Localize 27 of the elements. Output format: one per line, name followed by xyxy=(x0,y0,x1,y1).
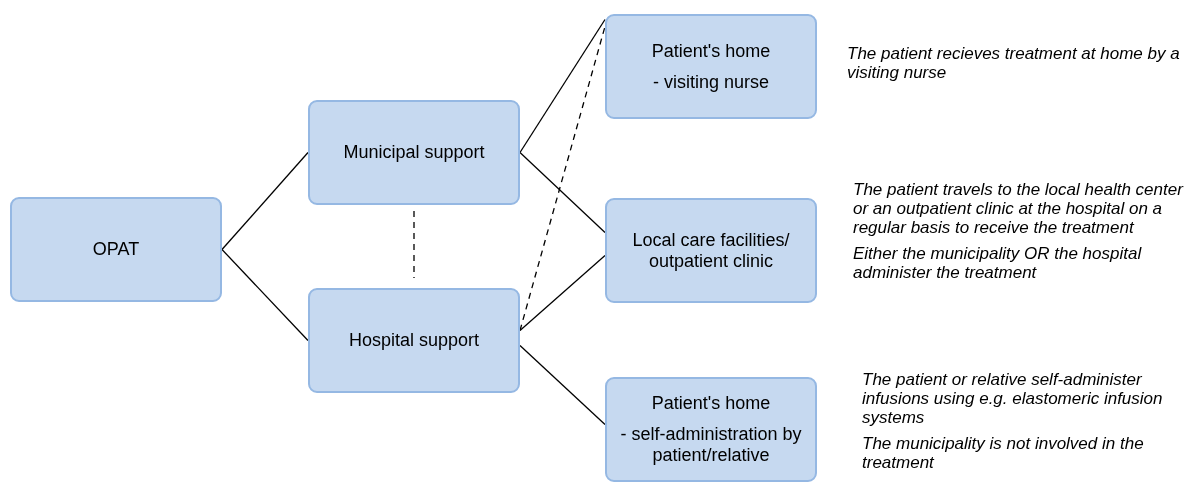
rounded-box xyxy=(10,197,222,302)
rounded-box xyxy=(605,377,817,482)
box-label: - self-administration by patient/relative xyxy=(619,424,803,466)
connector-line xyxy=(519,18,606,154)
box-label: - visiting nurse xyxy=(652,71,769,93)
box-label: Patient's home xyxy=(651,40,771,62)
connector-line xyxy=(221,151,309,251)
box-label: OPAT xyxy=(92,239,140,260)
rounded-box xyxy=(308,100,520,205)
connector-line xyxy=(519,344,606,426)
box-label: Municipal support xyxy=(343,142,485,163)
dashed-connector xyxy=(519,25,606,332)
dashed-connector xyxy=(413,210,415,279)
connector-line xyxy=(519,254,606,332)
connector-line xyxy=(519,151,606,234)
connector-line xyxy=(221,248,309,342)
rounded-box xyxy=(308,288,520,393)
box-label: Patient's home xyxy=(651,393,771,414)
rounded-box xyxy=(605,14,817,119)
box-label: Local care facilities/ outpatient clinic xyxy=(631,229,791,272)
description-text: The municipality is not involved in the treatment xyxy=(862,434,1145,472)
description-text: The patient recieves treatment at home by a visiting nurse xyxy=(847,44,1181,82)
box-label: Hospital support xyxy=(348,330,480,351)
description-text: The patient or relative self-administer infusions using e.g. elastomeric infusion systems xyxy=(862,370,1164,427)
description-text: The patient travels to the local health center or an outpatient clinic at the hospital on a regular basis to receive the treatment xyxy=(853,180,1185,237)
rounded-box xyxy=(605,198,817,303)
description-text: Either the municipality OR the hospital administer the treatment xyxy=(853,244,1143,282)
